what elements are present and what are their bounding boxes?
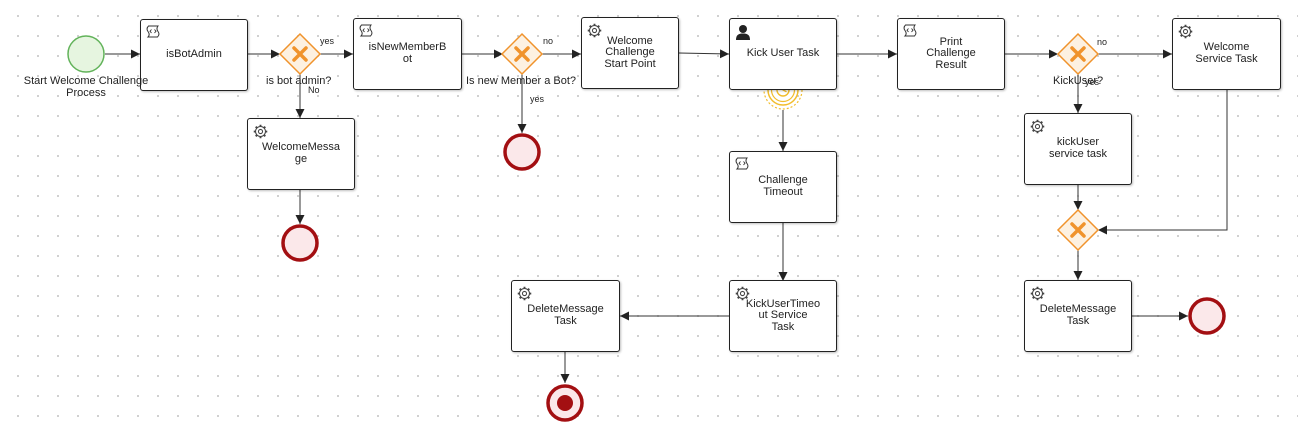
task-kick-user[interactable]: Kick User Task [729, 18, 837, 90]
task-label: DeleteMessage Task [527, 303, 604, 327]
gear-icon [517, 286, 532, 305]
task-label: Welcome Challenge Start Point [604, 34, 656, 70]
gear-icon [587, 23, 602, 42]
end-event-delete-message[interactable] [1188, 297, 1226, 335]
task-delete-message-1[interactable]: DeleteMessage Task [511, 280, 620, 352]
task-label: WelcomeMessa ge [261, 141, 341, 165]
task-is-new-member-bot[interactable]: isNewMemberB ot [353, 18, 462, 90]
task-welcome-challenge-start[interactable]: Welcome Challenge Start Point [581, 17, 679, 89]
user-icon [735, 24, 751, 44]
gateway-is-new-member-bot[interactable] [500, 32, 544, 76]
terminate-end-event[interactable] [546, 384, 584, 422]
task-label: DeleteMessage Task [1039, 303, 1117, 327]
flow-label-kick-user-yes: yes [1085, 77, 1100, 87]
task-label: isNewMemberB ot [368, 41, 447, 65]
task-is-bot-admin[interactable]: isBotAdmin [140, 19, 248, 91]
gear-icon [1178, 24, 1193, 43]
task-kick-user-service[interactable]: kickUser service task [1024, 113, 1132, 185]
task-delete-message-2[interactable]: DeleteMessage Task [1024, 280, 1132, 352]
task-challenge-timeout[interactable]: Challenge Timeout [729, 151, 837, 223]
gateway-label-is-new-member-bot: Is new Member a Bot? [466, 75, 577, 87]
sequence-flows [105, 49, 1228, 383]
flow-welcomeservice-to-merge[interactable] [1098, 89, 1228, 235]
gateway-label-is-bot-admin: is bot admin? [266, 75, 332, 87]
task-kick-user-timeout-service[interactable]: KickUserTimeo ut Service Task [729, 280, 837, 352]
script-icon [359, 24, 373, 41]
task-welcome-message[interactable]: WelcomeMessa ge [247, 118, 355, 190]
gear-icon [253, 124, 268, 143]
task-label: KickUserTimeo ut Service Task [745, 297, 821, 333]
gear-icon [1030, 286, 1045, 305]
flow-label-bot-admin-no: No [308, 85, 320, 95]
start-event-label: Start Welcome Challenge Process [23, 76, 149, 99]
end-event-bot-member[interactable] [503, 133, 541, 171]
task-label: isBotAdmin [166, 48, 222, 61]
script-icon [903, 24, 917, 41]
flow-label-new-member-no: no [543, 36, 554, 46]
gateway-merge[interactable] [1056, 208, 1100, 252]
task-label: Kick User Task [746, 47, 820, 60]
start-event[interactable] [67, 35, 105, 73]
task-label: Print Challenge Result [926, 35, 976, 71]
task-welcome-service[interactable]: Welcome Service Task [1172, 18, 1281, 90]
gear-icon [1030, 119, 1045, 138]
gear-icon [735, 286, 750, 305]
flow-label-kick-user-no: no [1097, 37, 1108, 47]
gateway-label-kick-user: KickUser? [1053, 75, 1104, 87]
task-label: Welcome Service Task [1195, 41, 1258, 65]
task-label: kickUser service task [1048, 136, 1108, 160]
gateway-is-bot-admin[interactable] [278, 32, 322, 76]
flow-label-bot-admin-yes: yes [320, 36, 335, 46]
script-icon [146, 25, 160, 42]
end-event-welcome-message[interactable] [281, 224, 319, 262]
task-label: Challenge Timeout [758, 174, 808, 198]
gateway-kick-user[interactable] [1056, 32, 1100, 76]
flow-challenge-to-kickuser[interactable] [678, 49, 730, 59]
task-print-challenge-result[interactable]: Print Challenge Result [897, 18, 1005, 90]
script-icon [735, 157, 749, 174]
flow-label-new-member-yes: yes [530, 94, 545, 104]
